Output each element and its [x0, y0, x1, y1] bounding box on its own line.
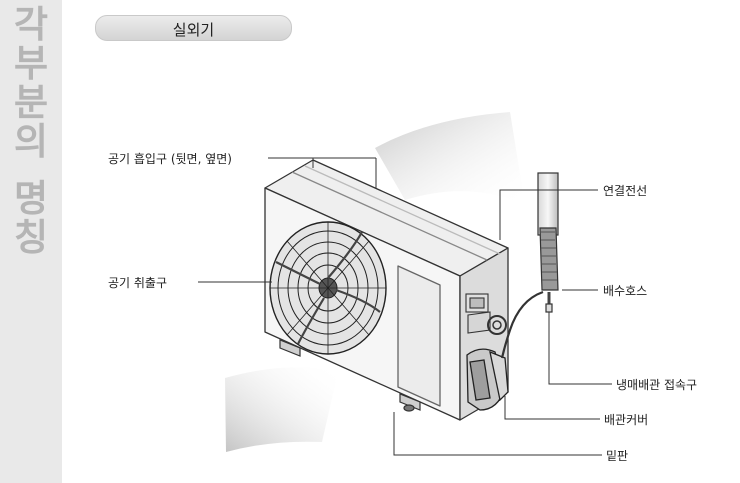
- label-air-outlet: 공기 취출구: [108, 276, 168, 290]
- fan-grille: [269, 221, 387, 355]
- leader-refrigerant-joint: [548, 312, 612, 385]
- leader-pipe-cover: [504, 396, 600, 420]
- title-char: 분: [13, 81, 49, 124]
- callout-lines: [198, 157, 612, 456]
- leader-connection-wire: [499, 189, 598, 240]
- title-char: 의: [13, 120, 49, 163]
- label-drain-hose: 배수호스: [603, 284, 648, 298]
- title-char: 각: [13, 3, 49, 46]
- section-title-vertical: 각 부 분 의 명 칭: [0, 6, 62, 258]
- leader-base-plate: [393, 412, 602, 456]
- title-char: 칭: [13, 216, 49, 259]
- label-connection-wire: 연결전선: [603, 184, 648, 198]
- page-title: 실외기: [172, 21, 215, 39]
- connection-cable: [500, 172, 559, 359]
- air-intake-flow-arrow: [375, 112, 525, 205]
- label-base-plate: 밑판: [606, 449, 629, 463]
- label-pipe-cover: 배관커버: [604, 413, 649, 427]
- title-char: 부: [13, 42, 49, 85]
- sidebar: 각 부 분 의 명 칭: [0, 0, 62, 483]
- unit-front-side-panel: [397, 265, 441, 407]
- side-fittings: [465, 293, 507, 335]
- air-outlet-flow-arrow: [225, 367, 338, 452]
- pipe-cover: [466, 348, 509, 411]
- title-char: 명: [13, 177, 49, 220]
- label-refrigerant-pipe-joint: 냉매배관 접속구: [616, 378, 698, 392]
- unit-feet: [279, 339, 421, 412]
- header-pill: 실외기: [95, 15, 292, 41]
- leader-air-intake: [268, 157, 377, 188]
- label-air-intake: 공기 흡입구 (뒷면, 옆면): [108, 152, 232, 166]
